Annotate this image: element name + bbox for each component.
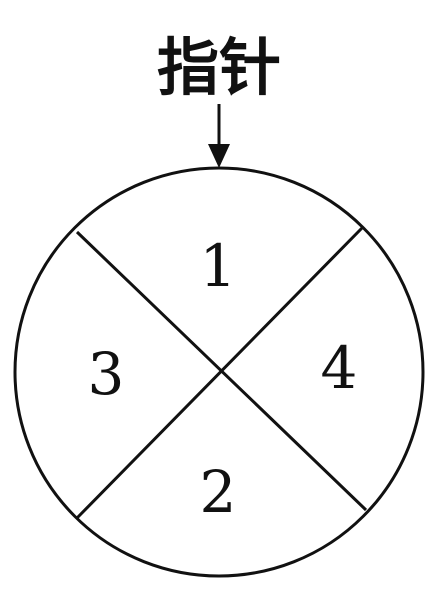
pointer-label: 指针 — [157, 31, 281, 104]
divider-line-2 — [75, 226, 364, 520]
sector-label-top: 1 — [200, 232, 237, 300]
spinner-circle — [13, 166, 425, 578]
sector-label-left: 3 — [88, 340, 125, 408]
sector-label-bottom: 2 — [200, 458, 237, 526]
sector-label-right: 4 — [321, 334, 358, 402]
pointer-arrow — [208, 104, 230, 168]
